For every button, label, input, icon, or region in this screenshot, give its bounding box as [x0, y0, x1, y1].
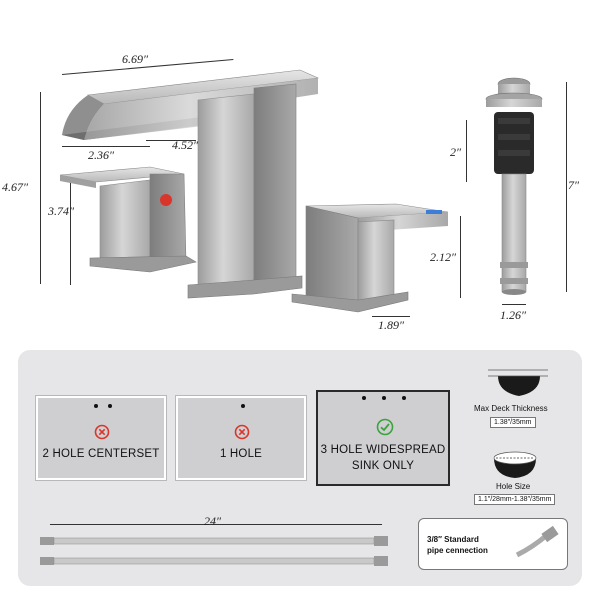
- hole-size-icon: [493, 451, 537, 478]
- not-compatible-icon: [94, 424, 110, 440]
- hole-dot: [362, 396, 366, 400]
- dim-line-total-height: [40, 92, 41, 284]
- compatible-check-icon: [376, 418, 394, 436]
- hole-card-label: 1 HOLE: [219, 448, 263, 460]
- dim-drain-total: 7″: [568, 178, 579, 192]
- dim-spout-height: 3.74″: [48, 204, 74, 218]
- left-handle-side: [149, 173, 187, 263]
- dim-line-drain-total: [566, 82, 567, 292]
- hole-card-label-line1: 3 HOLE WIDESPREAD: [320, 444, 446, 456]
- dim-drain-diameter: 1.26″: [500, 308, 526, 322]
- drain-pipe: [501, 173, 527, 293]
- dim-line-handle-height: [460, 216, 461, 298]
- hole-dot: [94, 404, 98, 408]
- hole-card-label-line2: SINK ONLY: [351, 460, 415, 472]
- connection-line2: pipe cennection: [427, 546, 488, 555]
- right-handle-body: [305, 205, 359, 301]
- hole-size-value: 1.1″/28mm-1.38″/35mm: [474, 494, 556, 505]
- hole-card-3-hole-widespread: 3 HOLE WIDESPREAD SINK ONLY: [316, 390, 450, 486]
- hole-dot: [241, 404, 245, 408]
- left-handle-body: [99, 179, 151, 263]
- hose-length: 24″: [204, 514, 221, 528]
- deck-thickness-title: Max Deck Thickness: [474, 404, 548, 413]
- dim-line-handle-width: [372, 316, 410, 317]
- left-handle-base: [89, 255, 197, 273]
- dim-spout-reach: 4.52″: [172, 138, 198, 152]
- hose-length-line: [50, 524, 382, 525]
- deck-thickness-value: 1.38″/35mm: [490, 417, 536, 428]
- dim-handle-height: 2.12″: [430, 250, 456, 264]
- dim-handle-width: 1.89″: [378, 318, 404, 332]
- spout-body-front: [197, 93, 255, 291]
- right-handle-base: [291, 291, 409, 313]
- hole-dot: [402, 396, 406, 400]
- dim-line-handle-depth: [62, 146, 150, 147]
- hot-indicator: [160, 194, 172, 206]
- hole-dot: [382, 396, 386, 400]
- faucet-illustration: [59, 69, 543, 313]
- cold-indicator: [426, 210, 442, 214]
- hole-card-2-hole-centerset: 2 HOLE CENTERSET: [36, 396, 166, 480]
- dim-line-spout-reach: [146, 140, 196, 141]
- dim-line-drain-diameter: [502, 304, 526, 305]
- dim-handle-depth: 2.36″: [88, 148, 114, 162]
- spout-body-side: [253, 83, 297, 286]
- hole-card-1-hole: 1 HOLE: [176, 396, 306, 480]
- dim-drain-upper: 2″: [450, 145, 461, 159]
- left-handle-lever-front: [60, 175, 96, 188]
- spout-base: [187, 275, 303, 299]
- drain-gasket: [494, 112, 534, 174]
- not-compatible-icon: [234, 424, 250, 440]
- dim-line-spout-height: [70, 183, 71, 285]
- dim-line-drain-upper: [466, 120, 467, 182]
- connector-icon: [515, 525, 559, 558]
- dim-total-width: 6.69″: [122, 52, 148, 66]
- hole-dot: [108, 404, 112, 408]
- dim-total-height: 4.67″: [2, 180, 28, 194]
- hole-size-title: Hole Size: [496, 482, 531, 491]
- connection-card: 3/8″ Standard pipe cennection: [418, 518, 568, 570]
- deck-thickness-icon: [488, 369, 548, 396]
- hole-card-label: 2 HOLE CENTERSET: [42, 448, 160, 460]
- hose-illustration: [40, 536, 388, 566]
- connection-line1: 3/8″ Standard: [427, 535, 479, 544]
- spout-curve: [62, 95, 104, 140]
